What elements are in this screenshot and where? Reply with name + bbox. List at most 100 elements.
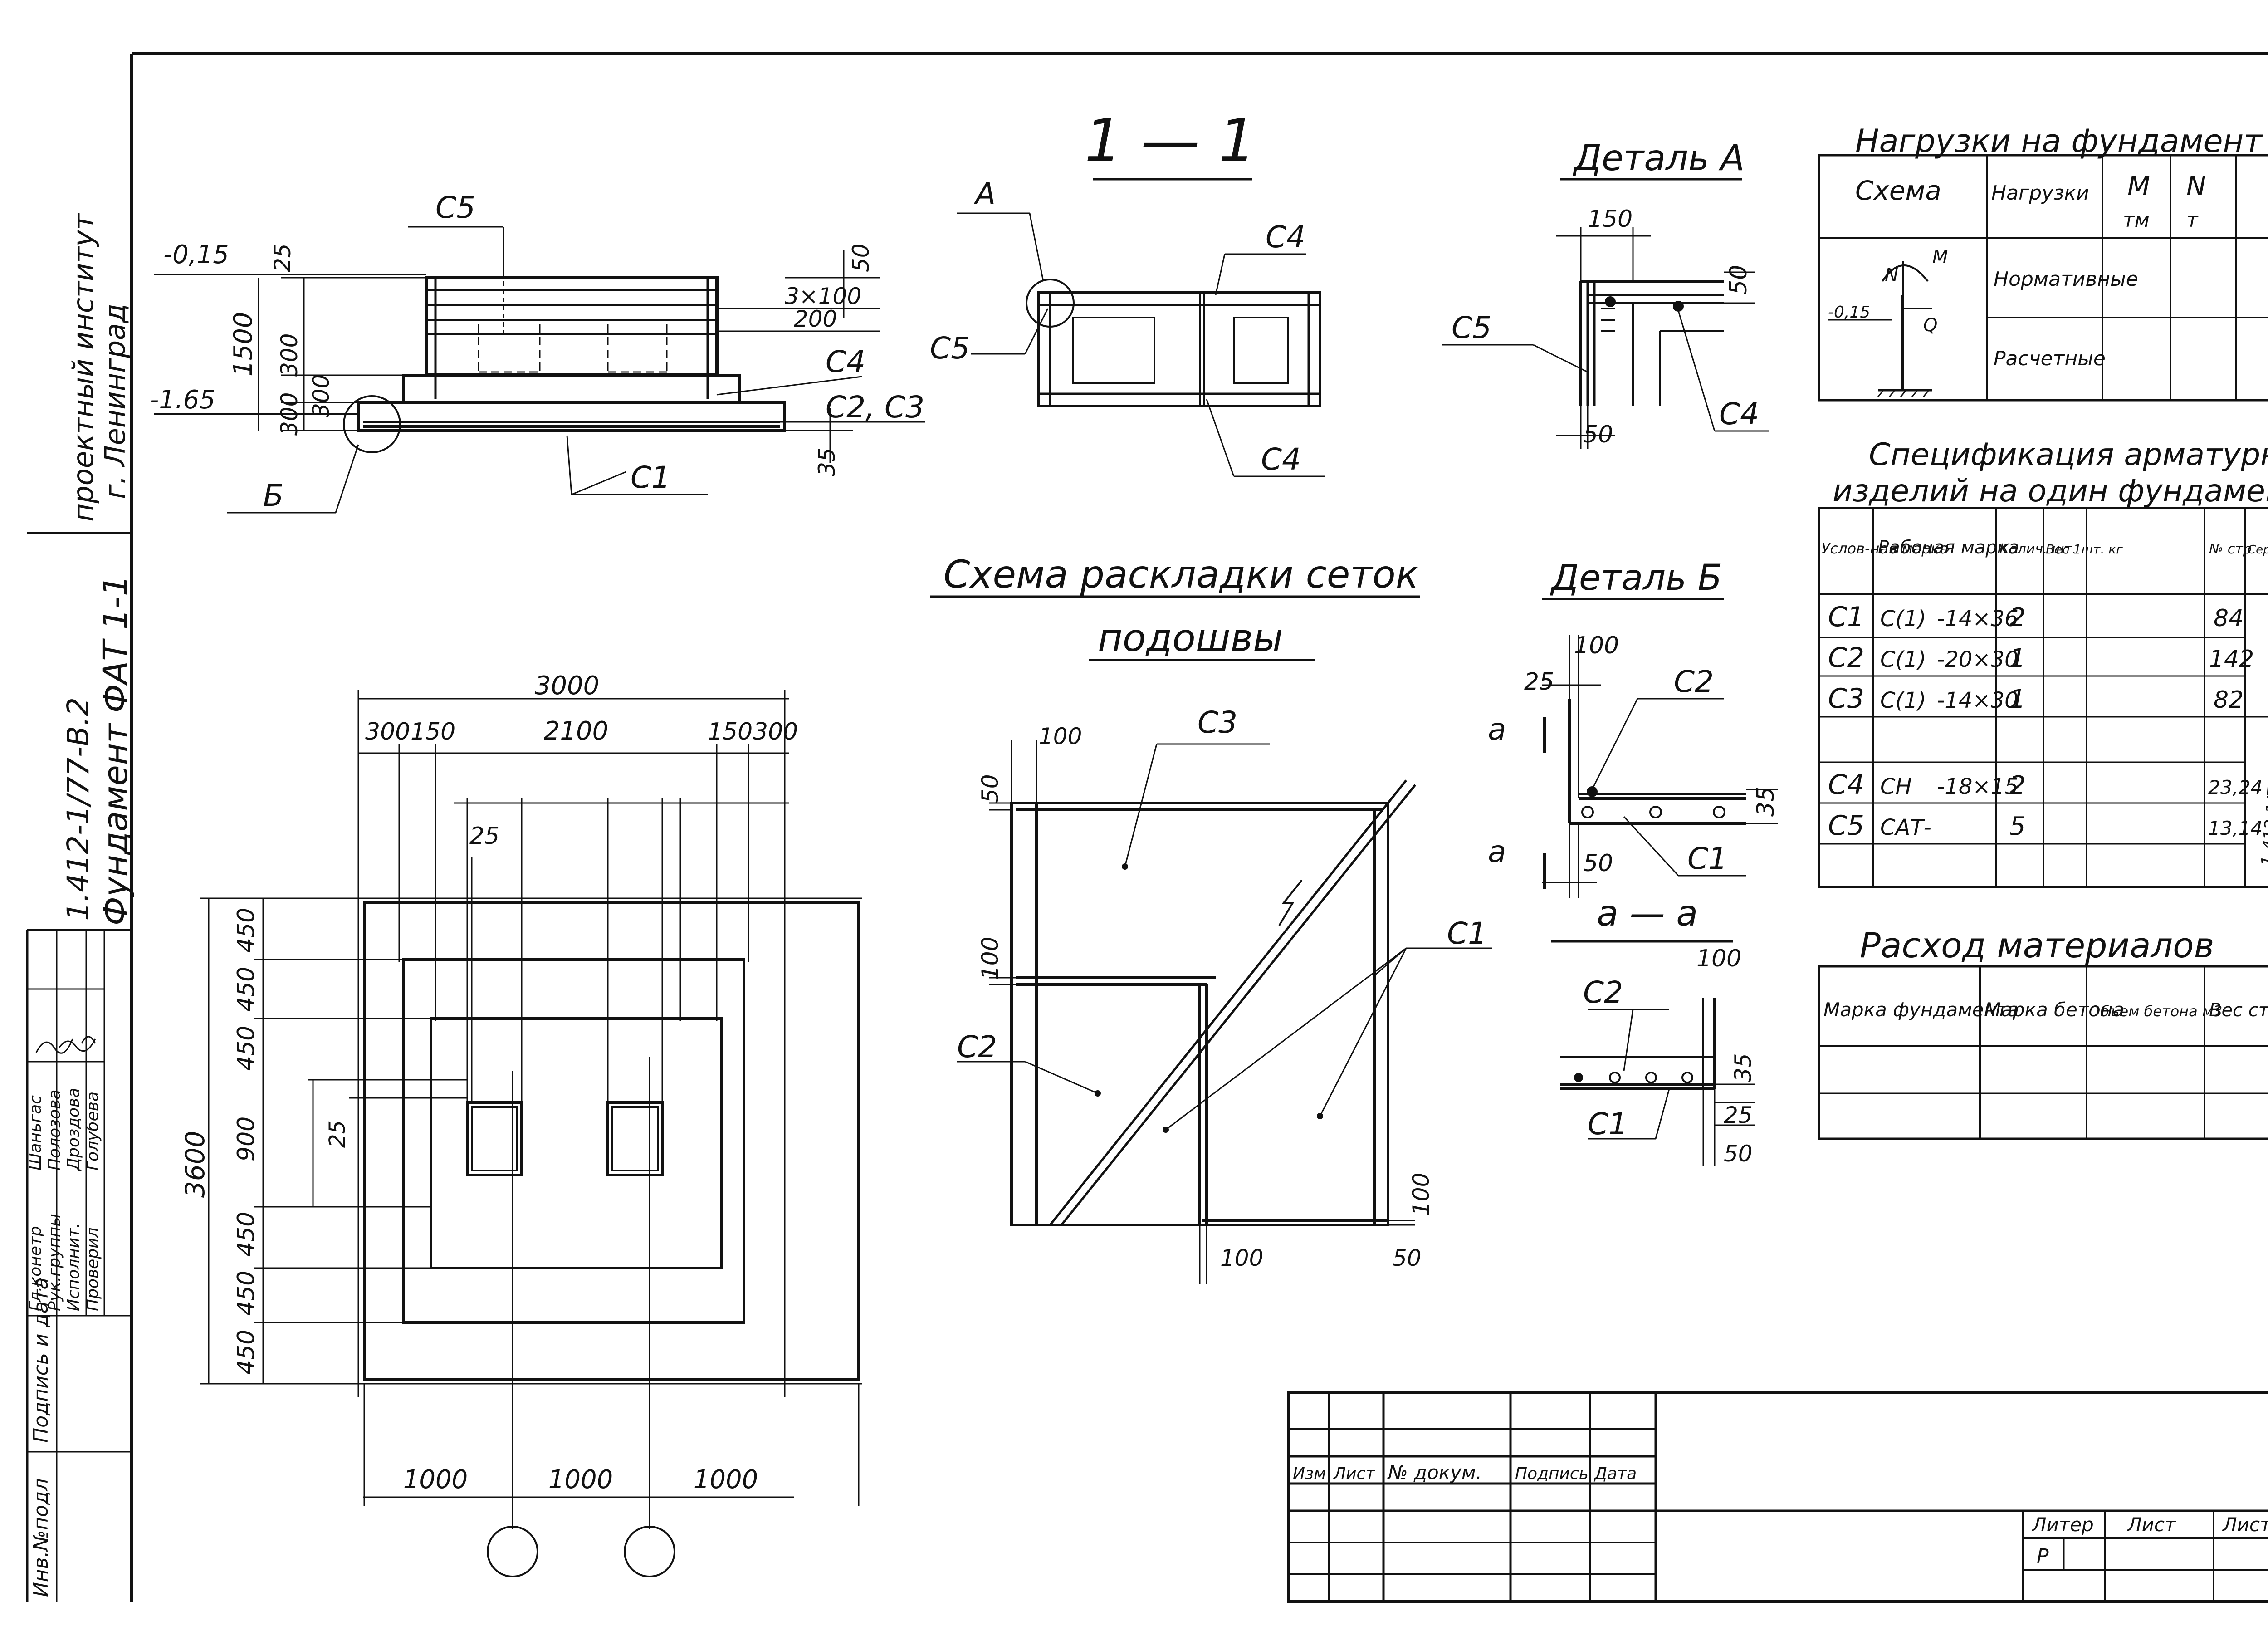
spec-row: С5 САТ- 5 13,14 [1828, 810, 2263, 842]
svg-text:1: 1 [2009, 685, 2026, 714]
spec-header-series: Серия выпуск [2248, 543, 2268, 557]
dim-1000-1: 1000 [403, 1465, 468, 1494]
detail-b-title: Деталь Б [1550, 558, 1722, 598]
dim-50-detail-b: 50 [1583, 850, 1613, 877]
detail-a: Деталь А 150 50 50 С5 С4 [1442, 138, 1769, 449]
detail-a-title: Деталь А [1573, 138, 1745, 179]
materials-title: Расход материалов [1860, 925, 2214, 965]
sign-date-label: Подпись и дата [29, 1278, 53, 1443]
materials-header-3: Вес стали кг [2209, 1000, 2268, 1021]
stamp-role-2: Рук.группы [45, 1214, 64, 1311]
dim-300-a: 300 [276, 333, 303, 377]
dim-25: 25 [269, 243, 296, 272]
scheme-n: N [1885, 265, 1898, 286]
label-c2-detail-b: С2 [1674, 664, 1714, 699]
dim-50b-detail-a: 50 [1583, 421, 1613, 448]
dim-35: 35 [814, 447, 840, 476]
spec-row: С3 С(1) -14×30 1 82 [1828, 683, 2244, 715]
dim-450-5: 450 [233, 1271, 260, 1316]
label-c2-section-aa: С2 [1583, 975, 1623, 1010]
dim-2100: 2100 [544, 716, 609, 746]
svg-text:-14×36: -14×36 [1937, 606, 2019, 632]
inventory-label: Инв.№подл [29, 1478, 53, 1597]
dim-3600: 3600 [180, 1131, 210, 1198]
dim-100-mid: 100 [977, 937, 1003, 980]
label-b: Б [263, 478, 284, 513]
dim-35-detail-b: 35 [1752, 787, 1779, 817]
svg-text:С5: С5 [1828, 810, 1864, 842]
left-strip: проектный институт г. Ленинград 1.412-1/… [26, 213, 135, 1602]
label-c4: С4 [826, 344, 865, 379]
dim-25-top: 25 [469, 823, 499, 850]
tb-col-date: Дата [1593, 1464, 1637, 1483]
sheet-frame [130, 52, 2268, 1602]
dim-300-c: 300 [276, 392, 303, 436]
dim-450-1: 450 [233, 908, 260, 953]
spec-row: С1 С(1) -14×36 2 84 [1828, 601, 2244, 633]
label-c4-detail-a: С4 [1719, 397, 1759, 431]
tb-sheet-label: Лист [2126, 1513, 2176, 1536]
spec-title-2: изделий на один фундамент [1833, 473, 2268, 509]
level-top: -0,15 [163, 240, 229, 269]
tb-col-doc: № докум. [1387, 1461, 1482, 1484]
level-bottom: -1.65 [150, 385, 215, 415]
svg-text:5: 5 [2009, 812, 2026, 841]
loads-unit-n: т [2186, 209, 2199, 232]
tb-col-list: Лист [1333, 1464, 1375, 1483]
svg-text:-20×30: -20×30 [1937, 647, 2019, 672]
svg-text:23,24: 23,24 [2208, 776, 2263, 798]
materials-header-1: Марка бетона [1984, 999, 2124, 1021]
dim-450-6: 450 [233, 1330, 260, 1375]
dim-100-top: 100 [1039, 723, 1082, 749]
label-a: А [973, 176, 996, 211]
dim-100-bottom: 100 [1220, 1245, 1263, 1271]
label-c3: С3 [1198, 705, 1237, 740]
dim-150-left: 150 [411, 718, 455, 745]
svg-text:1: 1 [2009, 644, 2026, 673]
label-c2c3: С2, С3 [826, 390, 924, 425]
svg-text:82: 82 [2214, 686, 2244, 714]
svg-text:С(1): С(1) [1880, 647, 1926, 672]
dim-25-section-aa: 25 [1724, 1102, 1753, 1128]
spec-row: С4 СН -18×15 2 23,24 [1828, 769, 2263, 801]
dim-200: 200 [794, 306, 837, 332]
dim-100-detail-b: 100 [1574, 632, 1619, 659]
dim-100-section-aa: 100 [1696, 945, 1741, 972]
spec-row: С2 С(1) -20×30 1 142 [1828, 642, 2254, 674]
label-c5-detail-a: С5 [1452, 310, 1491, 345]
break-line [1278, 879, 1303, 926]
svg-text:С3: С3 [1828, 683, 1864, 715]
dim-300-right: 300 [753, 718, 798, 745]
svg-text:84: 84 [2214, 605, 2244, 632]
tb-col-izm: Изм [1293, 1464, 1326, 1483]
spec-header-weight: Вес 1шт. кг [2046, 542, 2123, 557]
dim-50-top: 50 [977, 774, 1003, 803]
loads-header-scheme: Схема [1855, 175, 1941, 206]
layout-title-2: подошвы [1098, 616, 1283, 660]
stamp-role-1: Гл.конетр [26, 1226, 45, 1311]
dim-300-b: 300 [308, 374, 334, 417]
tb-litera-label: Литер [2031, 1513, 2094, 1536]
layout-title-1: Схема раскладки сеток [943, 552, 1419, 597]
svg-text:СН: СН [1880, 774, 1912, 799]
label-c1-layout: С1 [1447, 916, 1487, 951]
section-1-1: 1 — 1 А С4 С4 С5 [930, 106, 1325, 477]
mesh-layout: Схема раскладки сеток подошвы [930, 552, 1492, 1284]
signature-marks [35, 1036, 96, 1054]
section-title: 1 — 1 [1085, 106, 1256, 175]
institute-name: проектный институт [67, 213, 100, 522]
institute-city: г. Ленинград [98, 304, 132, 499]
dim-450-2: 450 [233, 967, 260, 1012]
loads-title: Нагрузки на фундамент [1855, 122, 2263, 160]
materials-table: Расход материалов Марка фундамента Марка… [1818, 925, 2268, 1140]
tb-sheets-label: Листов [2222, 1513, 2268, 1536]
materials-header-0: Марка фундамента [1823, 999, 2019, 1021]
loads-row-design: Расчетные [1994, 347, 2106, 370]
dim-50: 50 [848, 243, 874, 272]
label-c4-top: С4 [1266, 220, 1305, 255]
stamp-role-3: Исполнит. [64, 1223, 83, 1311]
section-aa-title: а — а [1597, 893, 1698, 934]
svg-text:С4: С4 [1828, 769, 1864, 801]
svg-text:-14×30: -14×30 [1937, 688, 2019, 713]
